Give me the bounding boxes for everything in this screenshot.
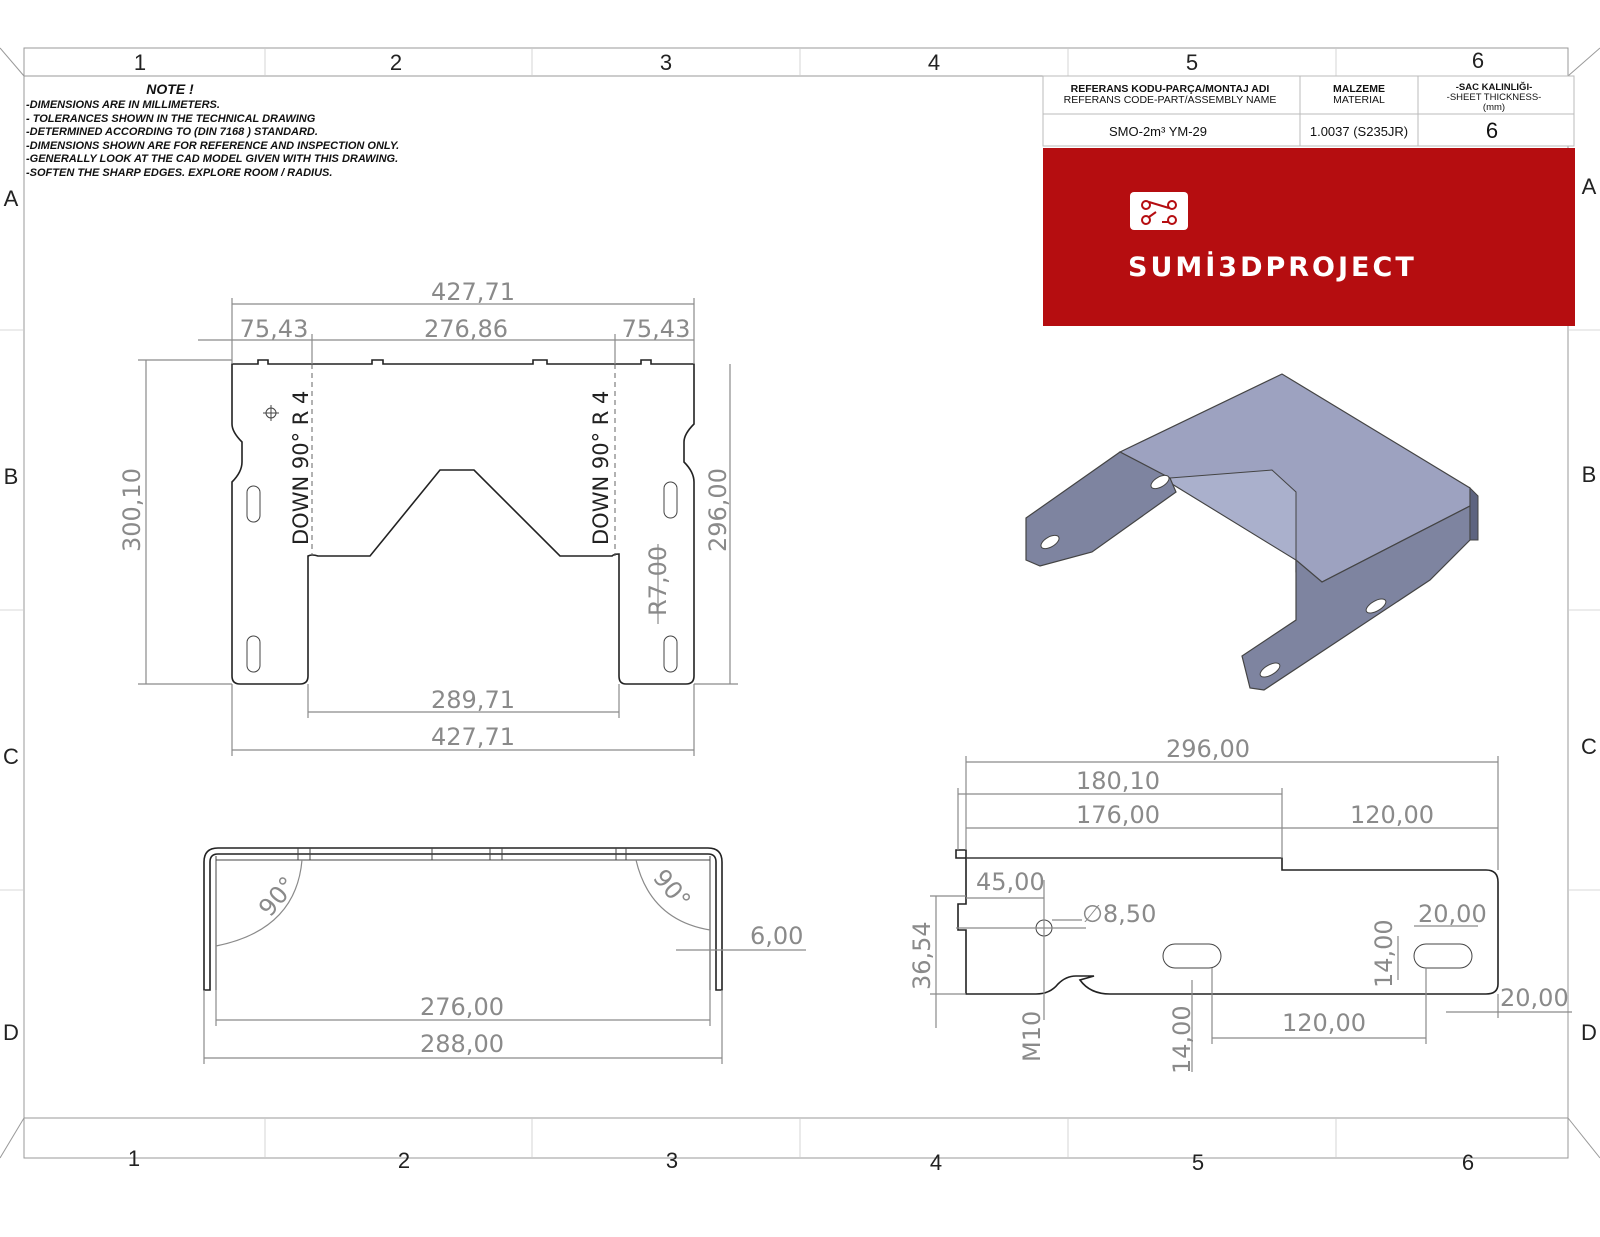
dim-side-176: 176,00	[1076, 801, 1160, 829]
dim-middle-web: 276,86	[424, 315, 508, 343]
note-line: -GENERALLY LOOK AT THE CAD MODEL GIVEN W…	[26, 153, 398, 165]
thickness-value: 6	[1486, 118, 1498, 143]
flat-pattern-view: DOWN 90° R 4 DOWN 90° R 4 427,71 75,43 2…	[118, 278, 738, 756]
zone-col-5-bottom: 5	[1192, 1150, 1204, 1175]
zone-col-4-top: 4	[928, 50, 940, 75]
zone-row-b-right: B	[1582, 462, 1597, 487]
zone-col-4-bottom: 4	[930, 1150, 942, 1175]
dim-side-20-right: 20,00	[1500, 984, 1569, 1012]
dim-angle-left: 90°	[253, 871, 302, 922]
dim-side-45: 45,00	[976, 868, 1045, 896]
note-line: -DIMENSIONS SHOWN ARE FOR REFERENCE AND …	[26, 140, 399, 152]
dim-left-flange: 75,43	[240, 315, 309, 343]
dim-inner-span: 276,00	[420, 993, 504, 1021]
note-line: -DIMENSIONS ARE IN MILLIMETERS.	[26, 99, 220, 111]
material-value: 1.0037 (S235JR)	[1310, 124, 1408, 139]
zone-row-c-left: C	[3, 744, 19, 769]
material-header-en: MATERIAL	[1333, 94, 1385, 106]
zone-row-d-left: D	[3, 1020, 19, 1045]
zone-col-6-top: 6	[1472, 48, 1484, 73]
thickness-unit: (mm)	[1483, 102, 1505, 113]
title-block: REFERANS KODU-PARÇA/MONTAJ ADI REFERANS …	[1042, 75, 1575, 147]
dim-sheet-thickness: 6,00	[750, 922, 803, 950]
notes-block: NOTE ! -DIMENSIONS ARE IN MILLIMETERS. -…	[26, 81, 399, 179]
sheet-frame	[0, 47, 1600, 1159]
front-view: 90° 90° 6,00 276,00 288,00	[203, 847, 806, 1064]
thickness-header-tr: -SAC KALINLIĞI-	[1456, 81, 1533, 93]
circuit-logo-icon	[1130, 192, 1188, 230]
zone-col-3-bottom: 3	[666, 1148, 678, 1173]
zone-row-a-right: A	[1582, 174, 1597, 199]
reference-code-value: SMO-2m³ YM-29	[1109, 124, 1207, 139]
zone-col-2-top: 2	[390, 50, 402, 75]
dim-side-180: 180,10	[1076, 767, 1160, 795]
dim-right-flange: 75,43	[622, 315, 691, 343]
note-line: -SOFTEN THE SHARP EDGES. EXPLORE ROOM / …	[26, 167, 332, 179]
zone-col-1-top: 1	[134, 50, 146, 75]
dim-inner-width: 289,71	[431, 686, 515, 714]
dim-side-20-top: 20,00	[1418, 900, 1487, 928]
brand-banner: SUMİ3DPROJECT	[1043, 148, 1575, 326]
zone-row-b-left: B	[4, 464, 19, 489]
note-line: -DETERMINED ACCORDING TO (DIN 7168 ) STA…	[26, 126, 318, 138]
dim-side-14-bottom: 14,00	[1168, 1005, 1196, 1074]
material-header-tr: MALZEME	[1333, 83, 1385, 95]
thickness-header-en: -SHEET THICKNESS-	[1447, 92, 1542, 103]
dim-height-right: 296,00	[704, 468, 732, 552]
dim-side-14-right: 14,00	[1370, 919, 1398, 988]
isometric-3d-view	[1025, 373, 1479, 691]
thread-callout: M10	[1018, 1011, 1046, 1062]
zone-col-2-bottom: 2	[398, 1148, 410, 1173]
zone-col-5-top: 5	[1186, 50, 1198, 75]
brand-name: SUMİ3DPROJECT	[1128, 251, 1417, 283]
note-line: - TOLERANCES SHOWN IN THE TECHNICAL DRAW…	[26, 113, 316, 125]
zone-row-d-right: D	[1581, 1020, 1597, 1045]
notes-title: NOTE !	[146, 81, 194, 97]
dim-angle-right: 90°	[647, 864, 696, 915]
zone-col-3-top: 3	[660, 50, 672, 75]
bend-note-right: DOWN 90° R 4	[589, 391, 613, 545]
dim-height-left: 300,10	[118, 468, 146, 552]
ref-header-tr: REFERANS KODU-PARÇA/MONTAJ ADI	[1071, 83, 1270, 95]
ref-header-en: REFERANS CODE-PART/ASSEMBLY NAME	[1064, 94, 1277, 106]
bend-note-left: DOWN 90° R 4	[289, 391, 313, 545]
zone-row-a-left: A	[4, 186, 19, 211]
zone-col-6-bottom: 6	[1462, 1150, 1474, 1175]
dim-side-120-top: 120,00	[1350, 801, 1434, 829]
dim-side-overall: 296,00	[1166, 735, 1250, 763]
dim-side-120-bottom: 120,00	[1282, 1009, 1366, 1037]
dim-overall-width-top: 427,71	[431, 278, 515, 306]
zone-labels: 1 2 3 4 5 6 1 2 3 4 5 6 A B C D A B C D	[3, 48, 1597, 1175]
zone-row-c-right: C	[1581, 734, 1597, 759]
dim-slot-radius: R7,00	[644, 546, 672, 616]
side-view: 296,00 180,10 176,00 120,00 45,00 ∅8,50 …	[908, 735, 1572, 1074]
zone-col-1-bottom: 1	[128, 1146, 140, 1171]
dim-outer-span: 288,00	[420, 1030, 504, 1058]
dim-hole-diameter: ∅8,50	[1082, 900, 1156, 928]
dim-side-36: 36,54	[908, 921, 936, 990]
dim-overall-width-bottom: 427,71	[431, 723, 515, 751]
